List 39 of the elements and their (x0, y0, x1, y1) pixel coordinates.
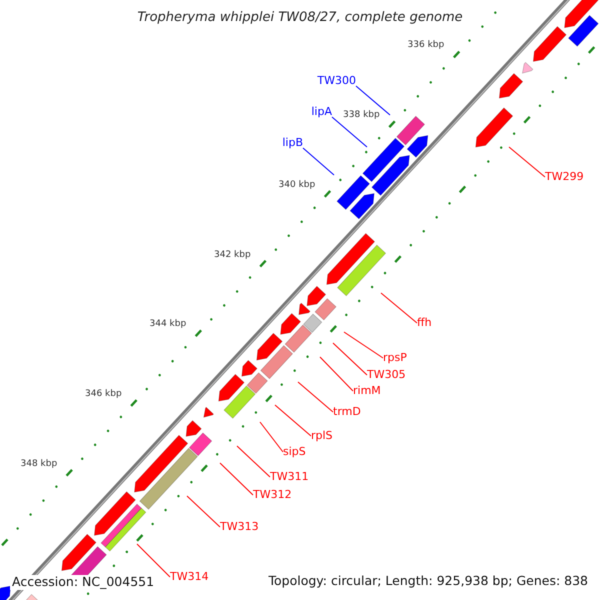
gene-label: TW314 (170, 571, 209, 582)
scale-label: 342 kbp (214, 250, 251, 260)
leader-line (274, 404, 312, 436)
gene-label: lipB (282, 137, 303, 148)
gene-label: TW305 (367, 369, 406, 380)
gene-label: TW313 (220, 521, 259, 532)
leader-line (380, 292, 418, 324)
leader-line (332, 116, 368, 148)
scale-label: 346 kbp (85, 390, 122, 400)
gene-label: TW299 (545, 171, 584, 182)
leader-line (236, 446, 270, 478)
gene-label: TW312 (253, 489, 292, 500)
leader-line (356, 86, 390, 116)
leader-line (332, 342, 368, 376)
gene-label: trmD (333, 406, 361, 417)
gene-label: rpsP (383, 352, 407, 363)
leader-line (186, 496, 220, 528)
gene-label: ffh (417, 317, 432, 328)
leader-line (220, 462, 254, 496)
gene-label: rimM (353, 385, 381, 396)
scale-label: 340 kbp (278, 180, 316, 190)
genome-stats: Topology: circular; Length: 925,938 bp; Genes: 838 (268, 575, 588, 588)
leader-line (344, 332, 384, 358)
scale-label: 336 kbp (408, 41, 444, 50)
gene-label: TW300 (317, 75, 356, 86)
leader-line (508, 146, 546, 178)
scale-label: 344 kbp (150, 320, 186, 330)
gene-label: TW311 (270, 471, 309, 482)
scale-label: 338 kbp (343, 111, 380, 120)
gene-label: sipS (283, 446, 306, 457)
scale-label: 348 kbp (20, 460, 58, 469)
leader-line (260, 422, 284, 452)
leader-line (298, 382, 334, 412)
gene-label: rplS (311, 430, 333, 441)
leader-line (136, 544, 170, 578)
title: Tropheryma whipplei TW08/27, complete genome (136, 11, 464, 24)
leader-line (320, 356, 354, 392)
gene-label: lipA (311, 106, 332, 117)
leader-line (302, 148, 334, 176)
